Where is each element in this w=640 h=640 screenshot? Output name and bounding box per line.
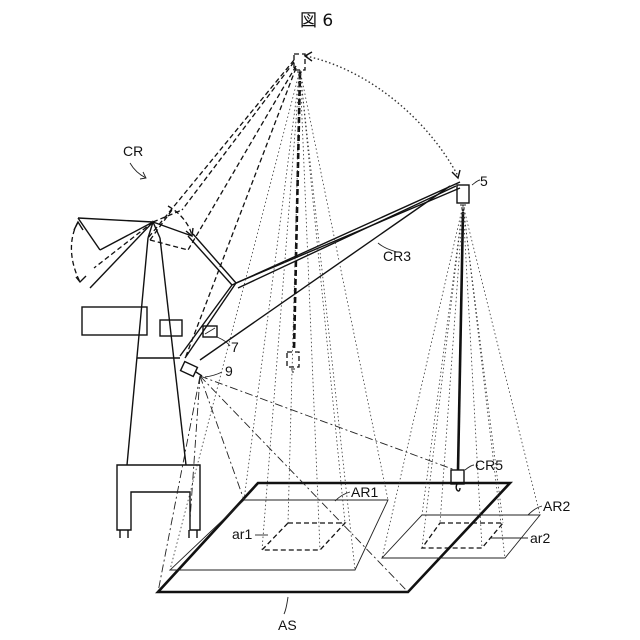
sensor-box-7: 7 xyxy=(203,326,239,355)
label-cr5: CR5 xyxy=(475,457,503,473)
area-ar1: AR1 ar1 xyxy=(170,484,388,570)
label-ar2-sub: ar2 xyxy=(530,530,550,546)
crane-tower xyxy=(71,206,200,538)
label-as: AS xyxy=(278,617,297,633)
camera-alt-top xyxy=(294,54,305,75)
figure-title: 図 6 xyxy=(300,11,333,31)
label-cr3: CR3 xyxy=(383,248,411,264)
swing-arrow xyxy=(305,52,460,178)
area-ar2: AR2 ar2 xyxy=(382,498,570,558)
hook-block-cr5: CR5 xyxy=(451,212,503,491)
camera-5: 5 xyxy=(457,173,488,211)
label-ar2: AR2 xyxy=(543,498,570,514)
label-cr: CR xyxy=(123,143,143,159)
label-ar1-sub: ar1 xyxy=(232,526,252,542)
label-9: 9 xyxy=(225,363,233,379)
label-5: 5 xyxy=(480,173,488,189)
label-7: 7 xyxy=(231,339,239,355)
label-ar1: AR1 xyxy=(351,484,378,500)
crane-label: CR xyxy=(123,143,146,179)
camera-9: 9 xyxy=(181,362,233,379)
boom-cr3: CR3 xyxy=(180,182,460,360)
